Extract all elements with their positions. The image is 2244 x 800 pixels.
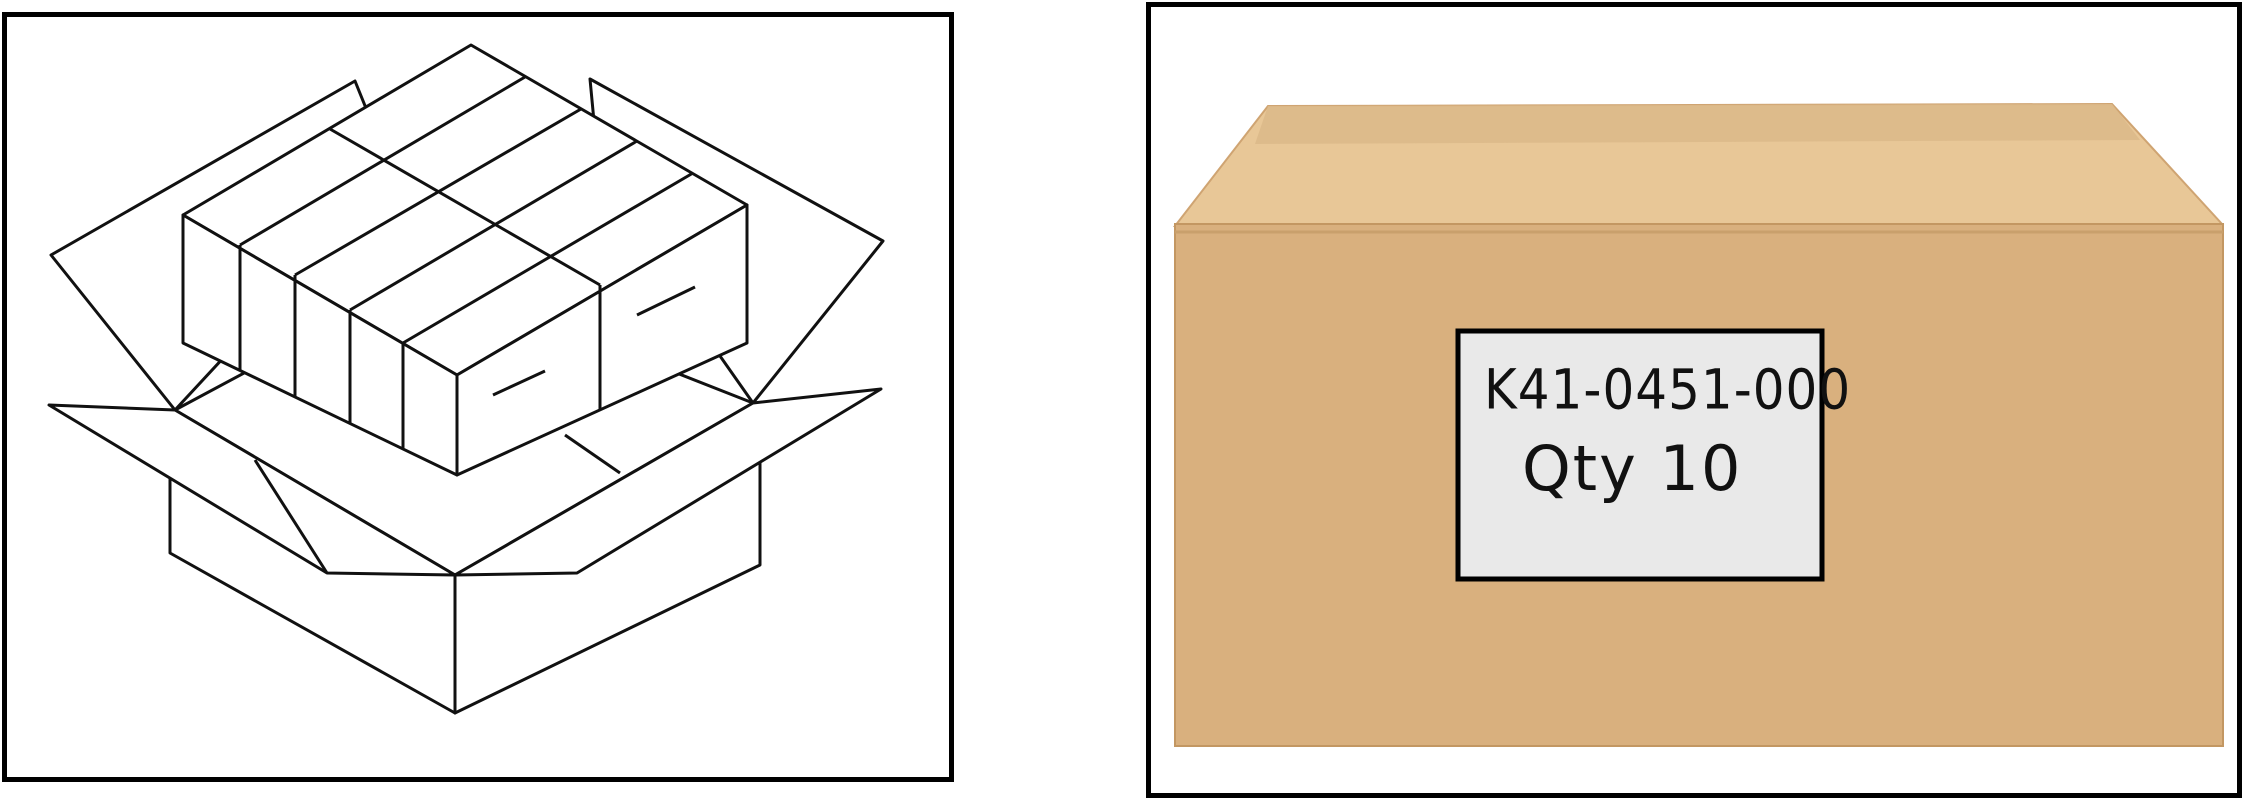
open-box-illustration-panel <box>2 12 954 782</box>
open-box-with-packages-icon <box>7 17 949 777</box>
packing-tape <box>1255 104 2140 144</box>
label-quantity: Qty 10 <box>1522 432 1742 505</box>
label-part-number: K41-0451-000 <box>1484 358 1851 422</box>
